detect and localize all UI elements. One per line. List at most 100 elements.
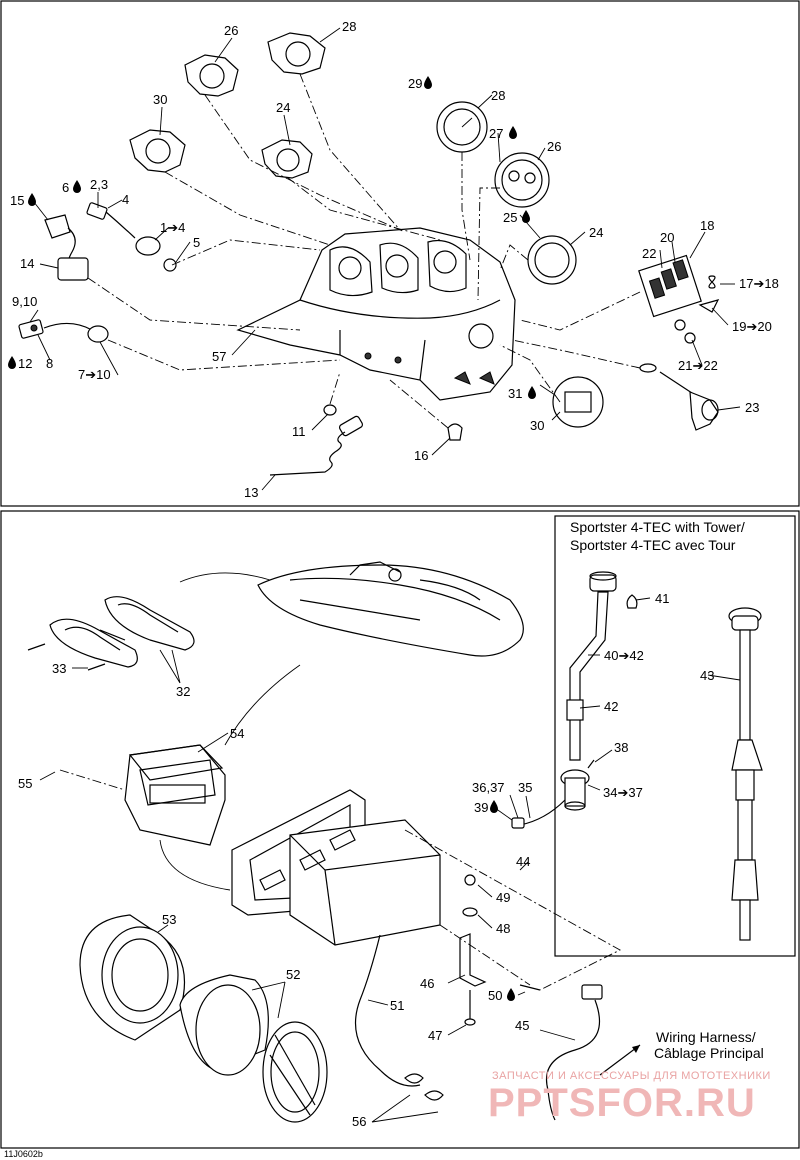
callout-32: 32 bbox=[176, 684, 190, 699]
upper-leader-lines bbox=[29, 27, 741, 491]
gauge-bezel-26 bbox=[184, 54, 239, 97]
callout-26-gauge: 26 bbox=[547, 139, 561, 154]
harness-note-line-1: Wiring Harness/ bbox=[656, 1029, 756, 1045]
callout-30-gauge: 30 bbox=[530, 418, 544, 433]
callout-52: 52 bbox=[286, 967, 300, 982]
callout-47: 47 bbox=[428, 1028, 442, 1043]
pole-socket bbox=[511, 759, 595, 829]
stereo-cover bbox=[124, 744, 226, 846]
tower-light-pole bbox=[728, 607, 763, 941]
upper-left-parts bbox=[18, 202, 177, 343]
lubricant-drop-icon bbox=[509, 126, 517, 139]
mounting-hardware bbox=[459, 874, 541, 1026]
callout-57: 57 bbox=[212, 349, 226, 364]
callout-11: 11 bbox=[292, 424, 306, 439]
callout-21-to-22: 21➔22 bbox=[678, 358, 718, 373]
lubricant-drop-icon bbox=[73, 180, 81, 193]
callout-25: 25 bbox=[503, 210, 517, 225]
upper-callouts: 26 28 30 24 29 28 27 26 25 24 15 6 2,3 4… bbox=[8, 19, 779, 500]
gauge-28 bbox=[436, 101, 488, 153]
callout-45: 45 bbox=[515, 1018, 529, 1033]
lower-callouts: 33 32 54 55 41 40➔42 42 43 38 36,37 35 3… bbox=[18, 591, 764, 1129]
callout-7-to-10: 7➔10 bbox=[78, 367, 111, 382]
lubricant-drop-icon bbox=[8, 356, 16, 369]
callout-38: 38 bbox=[614, 740, 628, 755]
lower-guide-lines bbox=[59, 572, 621, 991]
lubricant-drop-icon bbox=[507, 988, 515, 1001]
wiring-harnesses bbox=[354, 934, 641, 1121]
callout-34-to-37: 34➔37 bbox=[603, 785, 643, 800]
tower-inset-frame bbox=[554, 515, 796, 957]
lubricant-drop-icon bbox=[28, 193, 36, 206]
gauge-bezel-30 bbox=[129, 129, 186, 173]
callout-19-to-20: 19➔20 bbox=[732, 319, 772, 334]
switch-panel bbox=[638, 254, 720, 344]
callout-39: 39 bbox=[474, 800, 488, 815]
callout-23: 23 bbox=[745, 400, 759, 415]
callout-2-3: 2,3 bbox=[90, 177, 108, 192]
callout-51: 51 bbox=[390, 998, 404, 1013]
callout-26-bezel: 26 bbox=[224, 23, 238, 38]
callout-56: 56 bbox=[352, 1114, 366, 1129]
stereo-unit bbox=[231, 789, 441, 946]
callout-54: 54 bbox=[230, 726, 244, 741]
inset-title-bg bbox=[561, 518, 771, 556]
callout-42: 42 bbox=[604, 699, 618, 714]
watermark-line-2: PPTSFOR.RU bbox=[488, 1081, 756, 1125]
callout-43: 43 bbox=[700, 668, 714, 683]
lubricant-drop-icon bbox=[490, 800, 498, 813]
callout-14: 14 bbox=[20, 256, 34, 271]
lower-frame bbox=[0, 510, 800, 1149]
callout-9-10: 9,10 bbox=[12, 294, 37, 309]
callout-44: 44 bbox=[516, 854, 530, 869]
dashboard-console bbox=[236, 227, 516, 401]
callout-22: 22 bbox=[642, 246, 656, 261]
light-pole bbox=[566, 571, 638, 761]
lubricant-drop-icon bbox=[522, 210, 530, 223]
inset-title-line-1: Sportster 4-TEC with Tower/ bbox=[570, 519, 745, 535]
callout-24-gauge: 24 bbox=[589, 225, 603, 240]
callout-29: 29 bbox=[408, 76, 422, 91]
callout-20: 20 bbox=[660, 230, 674, 245]
gauge-26 bbox=[494, 152, 550, 208]
watermark: ЗАПЧАСТИ И АКСЕССУАРЫ ДЛЯ МОТОТЕХНИКИ PP… bbox=[488, 1070, 771, 1125]
watermark-line-1: ЗАПЧАСТИ И АКСЕССУАРЫ ДЛЯ МОТОТЕХНИКИ bbox=[492, 1070, 771, 1082]
gauge-24 bbox=[527, 235, 577, 285]
gauge-30 bbox=[552, 376, 604, 428]
callout-27: 27 bbox=[489, 126, 503, 141]
callout-24-bezel: 24 bbox=[276, 100, 290, 115]
callout-1-to-4: 1➔4 bbox=[160, 220, 185, 235]
callout-8: 8 bbox=[46, 356, 53, 371]
callout-28-bezel: 28 bbox=[342, 19, 356, 34]
callout-48: 48 bbox=[496, 921, 510, 936]
callout-28-gauge: 28 bbox=[491, 88, 505, 103]
callout-16: 16 bbox=[414, 448, 428, 463]
power-outlet-23 bbox=[639, 363, 719, 431]
callout-46: 46 bbox=[420, 976, 434, 991]
upper-frame bbox=[0, 0, 800, 507]
callout-33: 33 bbox=[52, 661, 66, 676]
callout-4: 4 bbox=[122, 192, 129, 207]
gauge-bezel-28 bbox=[267, 32, 326, 75]
callout-36-37: 36,37 bbox=[472, 780, 505, 795]
callout-41: 41 bbox=[655, 591, 669, 606]
callout-30-bezel: 30 bbox=[153, 92, 167, 107]
callout-12: 12 bbox=[18, 356, 32, 371]
callout-6: 6 bbox=[62, 180, 69, 195]
speaker-assembly bbox=[79, 914, 328, 1123]
callout-17-to-18: 17➔18 bbox=[739, 276, 779, 291]
callout-15: 15 bbox=[10, 193, 24, 208]
lubricant-drop-icon bbox=[528, 386, 536, 399]
callout-49: 49 bbox=[496, 890, 510, 905]
callout-5: 5 bbox=[193, 235, 200, 250]
harness-note-line-2: Câblage Principal bbox=[654, 1045, 764, 1061]
lower-console-parts bbox=[269, 404, 463, 476]
watercraft-hull bbox=[257, 561, 524, 657]
lower-leader-lines bbox=[39, 597, 741, 1123]
upper-guide-lines bbox=[87, 73, 641, 429]
callout-40-to-42: 40➔42 bbox=[604, 648, 644, 663]
callout-55: 55 bbox=[18, 776, 32, 791]
lubricant-drop-icon bbox=[424, 76, 432, 89]
